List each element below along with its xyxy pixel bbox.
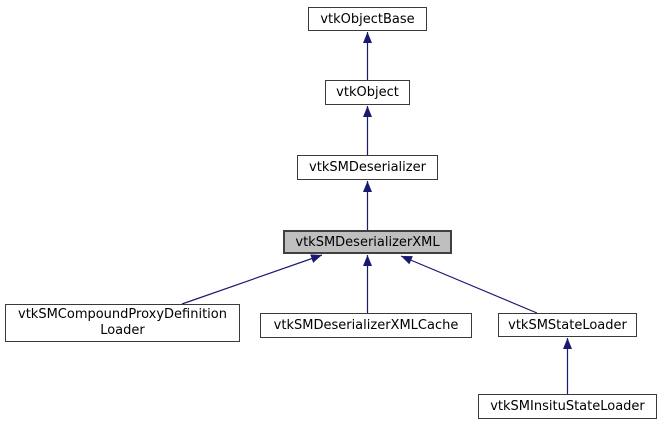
node-vtkobjectbase[interactable]: vtkObjectBase — [308, 7, 427, 31]
node-label-line: Loader — [100, 323, 145, 338]
node-vtksmdeserializerxml-current: vtkSMDeserializerXML — [283, 230, 452, 254]
node-label-line: vtkSMCompoundProxyDefinition — [18, 306, 227, 322]
node-vtksmstateloader[interactable]: vtkSMStateLoader — [498, 313, 637, 337]
node-vtksmdeserializerxmlcache[interactable]: vtkSMDeserializerXMLCache — [260, 313, 472, 338]
node-vtkobject[interactable]: vtkObject — [325, 80, 410, 105]
node-vtksminsitustateloader[interactable]: vtkSMInsituStateLoader — [478, 394, 657, 419]
node-label-wrap: vtkSMCompoundProxyDefinition Loader — [18, 307, 227, 340]
node-vtksmcompoundproxydefinitionloader[interactable]: vtkSMCompoundProxyDefinition Loader — [5, 304, 240, 342]
edge-vtksmstateloader-to-vtksmdeserializerxml — [400, 255, 538, 314]
node-vtksmdeserializer[interactable]: vtkSMDeserializer — [297, 155, 438, 180]
edge-vtksmcompoundproxydefinitionloader-to-vtksmdeserializerxml — [181, 254, 323, 305]
